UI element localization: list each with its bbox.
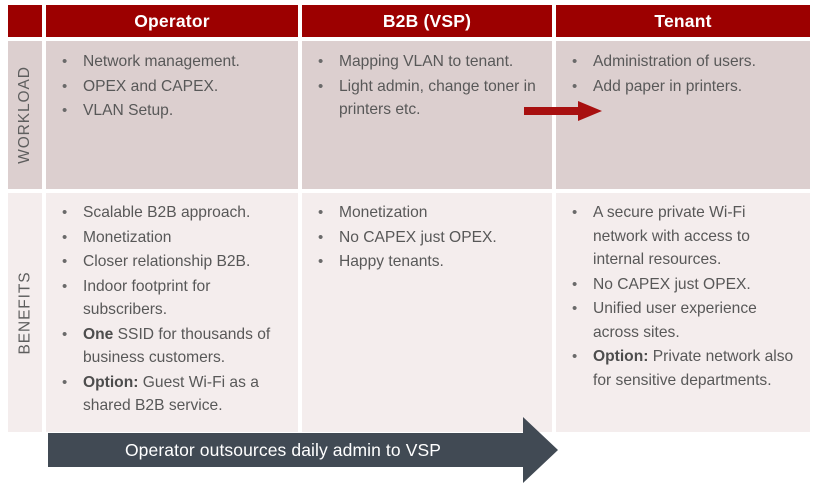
cell-benefits-tenant: A secure private Wi-Fi network with acce… xyxy=(556,193,810,432)
table-row-workload: WORKLOAD Network management.OPEX and CAP… xyxy=(8,41,810,189)
bullet-list-benefits-tenant: A secure private Wi-Fi network with acce… xyxy=(556,193,810,392)
list-item: Monetization xyxy=(56,226,290,250)
list-item: Unified user experience across sites. xyxy=(566,297,802,344)
bullet-list-workload-b2b: Mapping VLAN to tenant.Light admin, chan… xyxy=(302,41,552,122)
cell-workload-tenant: Administration of users.Add paper in pri… xyxy=(556,41,810,189)
row-label-benefits: BENEFITS xyxy=(8,193,42,432)
list-item: Indoor footprint for subscribers. xyxy=(56,275,290,322)
bullet-list-workload-tenant: Administration of users.Add paper in pri… xyxy=(556,41,810,98)
list-item: Scalable B2B approach. xyxy=(56,201,290,225)
list-item: Monetization xyxy=(312,201,544,225)
cell-workload-operator: Network management.OPEX and CAPEX.VLAN S… xyxy=(46,41,298,189)
list-item-emphasis: Option: xyxy=(593,348,649,365)
banner-arrow-outsourcing: Operator outsources daily admin to VSP xyxy=(48,417,558,483)
list-item: Option: Private network also for sensiti… xyxy=(566,345,802,392)
list-item: A secure private Wi-Fi network with acce… xyxy=(566,201,802,272)
list-item: Light admin, change toner in printers et… xyxy=(312,75,544,122)
table-header-corner xyxy=(8,5,42,37)
table-header-b2b: B2B (VSP) xyxy=(302,5,552,37)
list-item: Closer relationship B2B. xyxy=(56,250,290,274)
list-item: Option: Guest Wi-Fi as a shared B2B serv… xyxy=(56,371,290,418)
bullet-list-benefits-operator: Scalable B2B approach.MonetizationCloser… xyxy=(46,193,298,418)
table-row-benefits: BENEFITS Scalable B2B approach.Monetizat… xyxy=(8,193,810,432)
cell-benefits-b2b: MonetizationNo CAPEX just OPEX.Happy ten… xyxy=(302,193,552,432)
row-label-workload: WORKLOAD xyxy=(8,41,42,189)
list-item: No CAPEX just OPEX. xyxy=(566,273,802,297)
cell-benefits-operator: Scalable B2B approach.MonetizationCloser… xyxy=(46,193,298,432)
list-item: VLAN Setup. xyxy=(56,99,290,123)
list-item-emphasis: Option: xyxy=(83,373,139,391)
right-arrow-banner-icon xyxy=(48,417,558,483)
list-item-emphasis: One xyxy=(83,325,114,343)
right-arrow-icon xyxy=(524,101,602,121)
table-header-tenant: Tenant xyxy=(556,5,810,37)
list-item: Add paper in printers. xyxy=(566,75,802,99)
row-label-benefits-text: BENEFITS xyxy=(16,271,33,354)
list-item: Network management. xyxy=(56,50,290,74)
list-item: Mapping VLAN to tenant. xyxy=(312,50,544,74)
list-item: Administration of users. xyxy=(566,50,802,74)
list-item: OPEX and CAPEX. xyxy=(56,75,290,99)
list-item: One SSID for thousands of business custo… xyxy=(56,323,290,370)
list-item: No CAPEX just OPEX. xyxy=(312,226,544,250)
bullet-list-workload-operator: Network management.OPEX and CAPEX.VLAN S… xyxy=(46,41,298,123)
cell-workload-b2b: Mapping VLAN to tenant.Light admin, chan… xyxy=(302,41,552,189)
row-label-workload-text: WORKLOAD xyxy=(16,66,34,164)
bullet-list-benefits-b2b: MonetizationNo CAPEX just OPEX.Happy ten… xyxy=(302,193,552,274)
list-item: Happy tenants. xyxy=(312,250,544,274)
table-header-operator: Operator xyxy=(46,5,298,37)
